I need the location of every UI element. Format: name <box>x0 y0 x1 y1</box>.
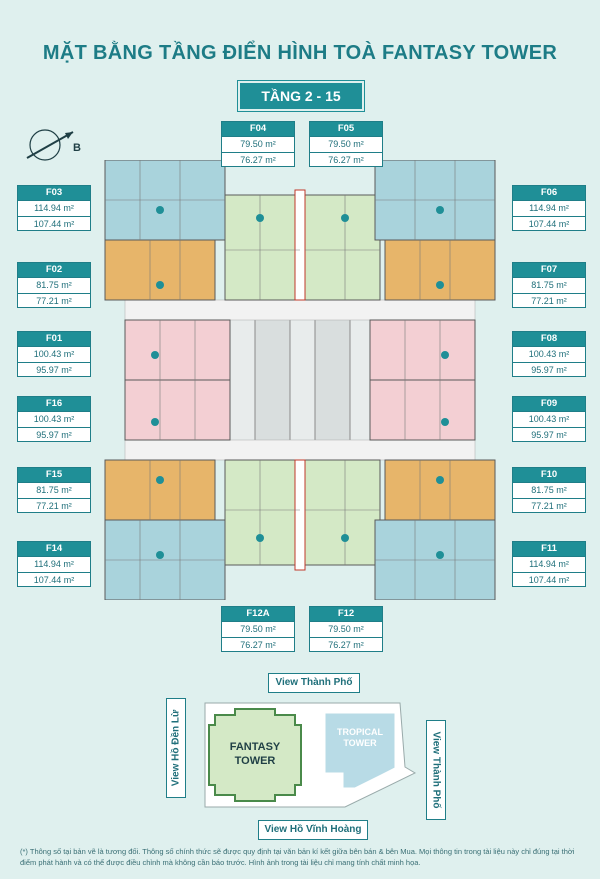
unit-f04-plan <box>224 194 301 301</box>
unit-f08-plan <box>369 319 476 381</box>
compass-label: B <box>73 142 81 154</box>
balcony-top <box>294 189 306 301</box>
compass-icon: B <box>26 129 81 161</box>
view-right-label: View Thành Phố <box>426 720 446 820</box>
unit-f07-plan <box>384 239 496 301</box>
unit-f05-plan <box>304 194 381 301</box>
entrance-markers <box>151 206 449 559</box>
disclaimer-note: (*) Thông số tại bản vẽ là tương đối. Th… <box>20 847 575 867</box>
floor-badge: TẦNG 2 - 15 <box>240 83 362 109</box>
view-left-label: View Hồ Đền Lừ <box>166 698 186 798</box>
page-title: MẶT BẰNG TẦNG ĐIỂN HÌNH TOÀ FANTASY TOWE… <box>42 42 558 64</box>
interior-walls <box>105 160 495 600</box>
view-top-label: View Thành Phố <box>268 673 360 693</box>
tropical-tower-label-line2: TOWER <box>343 738 377 748</box>
unit-f10-plan <box>384 459 496 521</box>
view-bottom-label: View Hồ Vĩnh Hoàng <box>258 820 368 840</box>
site-plan: FANTASY TOWER TROPICAL TOWER <box>204 702 417 808</box>
unit-f09-plan <box>369 379 476 441</box>
fantasy-tower-label: FANTASY <box>230 741 281 753</box>
fantasy-tower-label-line2: TOWER <box>235 755 276 767</box>
fantasy-tower-shape <box>208 708 302 802</box>
unit-f12a-plan <box>224 459 301 566</box>
corridor-bottom <box>124 439 476 461</box>
stair-core <box>254 309 291 451</box>
balcony-bottom <box>294 459 306 571</box>
tropical-tower-label: TROPICAL <box>337 727 384 737</box>
lift-core <box>314 309 351 451</box>
unit-f01-plan <box>124 319 231 381</box>
unit-f12-plan <box>304 459 381 566</box>
corridor-top <box>124 299 476 321</box>
unit-f02-plan <box>104 239 216 301</box>
tropical-tower-shape <box>324 712 396 789</box>
unit-f15-plan <box>104 459 216 521</box>
floor-plan <box>104 160 496 600</box>
unit-f16-plan <box>124 379 231 441</box>
